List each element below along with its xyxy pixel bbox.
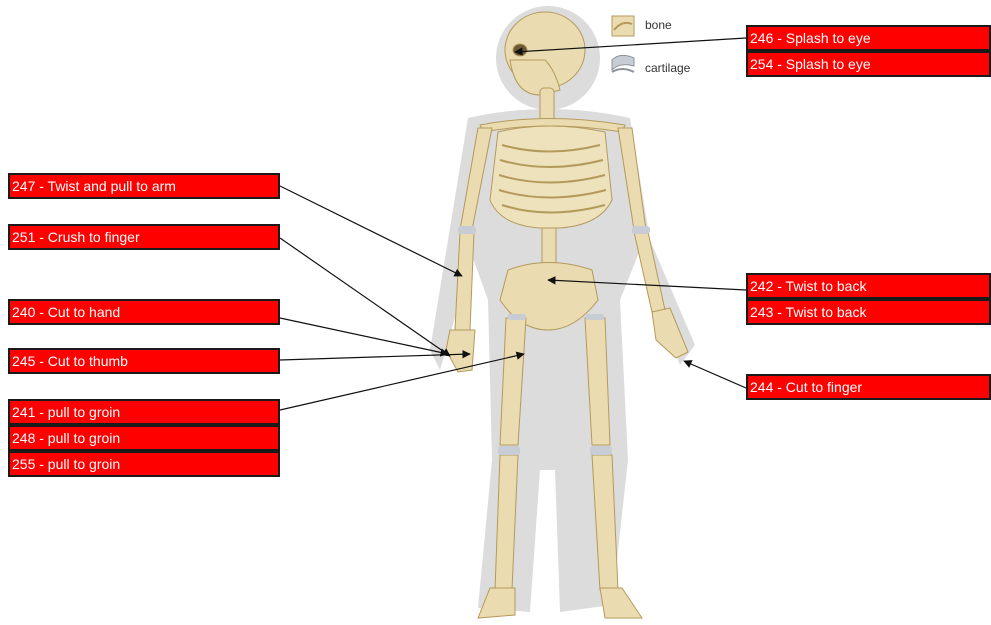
injury-label-244: 244 - Cut to finger bbox=[746, 374, 991, 400]
injury-label-240: 240 - Cut to hand bbox=[8, 299, 280, 325]
legend-bone-label: bone bbox=[645, 18, 672, 32]
injury-label-247: 247 - Twist and pull to arm bbox=[8, 173, 280, 199]
injury-label-254: 254 - Splash to eye bbox=[746, 51, 991, 77]
legend-cartilage-label: cartilage bbox=[645, 61, 690, 75]
injury-label-245: 245 - Cut to thumb bbox=[8, 348, 280, 374]
injury-label-242: 242 - Twist to back bbox=[746, 273, 991, 299]
arrow-finger-crush bbox=[280, 238, 450, 356]
injury-label-243: 243 - Twist to back bbox=[746, 299, 991, 325]
cervical-spine bbox=[540, 88, 554, 123]
injury-label-246: 246 - Splash to eye bbox=[746, 25, 991, 51]
arrow-arm bbox=[280, 186, 462, 276]
arrow-hand-cut bbox=[280, 318, 448, 354]
arrow-groin bbox=[280, 354, 524, 410]
injury-label-255: 255 - pull to groin bbox=[8, 451, 280, 477]
injury-label-251: 251 - Crush to finger bbox=[8, 224, 280, 250]
cartilage-swatch-icon bbox=[612, 55, 634, 72]
arrow-finger-cut bbox=[684, 361, 746, 388]
right-foot bbox=[600, 588, 642, 618]
bone-swatch-icon bbox=[612, 16, 634, 36]
injury-label-248: 248 - pull to groin bbox=[8, 425, 280, 451]
injury-label-241: 241 - pull to groin bbox=[8, 399, 280, 425]
